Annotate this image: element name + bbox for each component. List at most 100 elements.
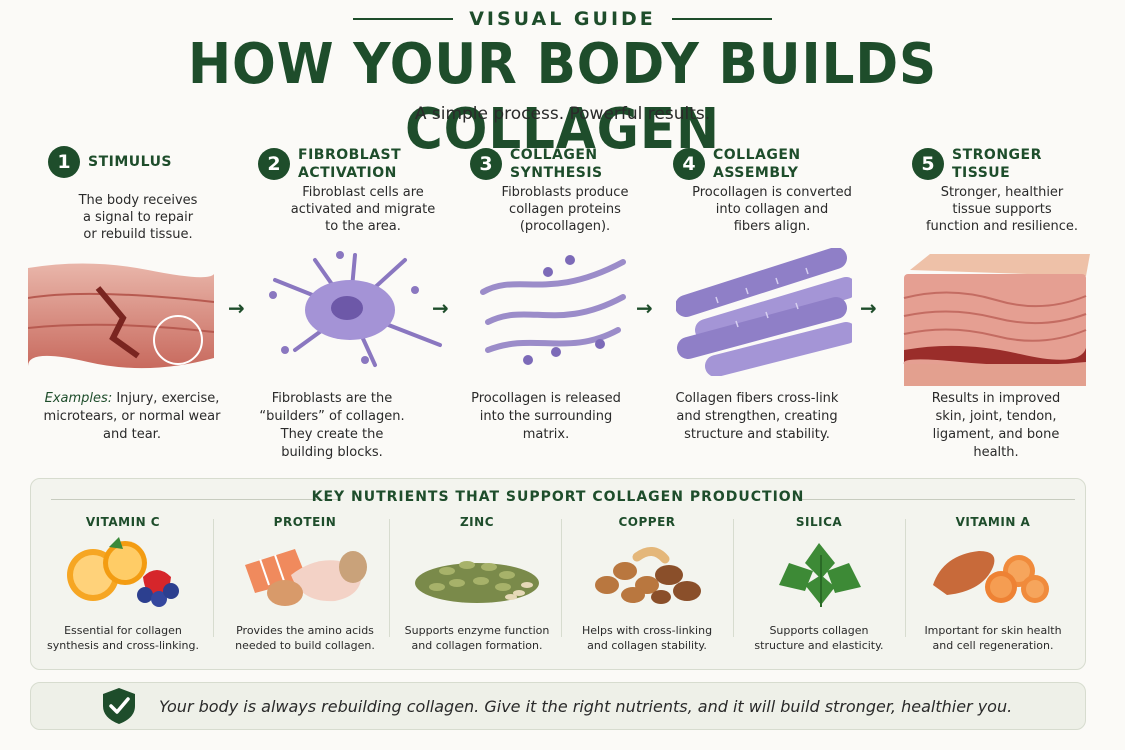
- nutrients-panel-title: KEY NUTRIENTS THAT SUPPORT COLLAGEN PROD…: [311, 489, 805, 505]
- bottom-line: microtears, or normal wear: [43, 409, 221, 424]
- step-title-line: TISSUE: [952, 165, 1011, 181]
- bottom-line: “builders” of collagen.: [259, 409, 405, 424]
- step-description: The body receives a signal to repair or …: [18, 192, 258, 243]
- step-title-line: ACTIVATION: [298, 165, 397, 181]
- bottom-line: and tear.: [103, 427, 161, 442]
- step-number-badge: 1: [48, 146, 80, 178]
- step-title: COLLAGEN ASSEMBLY: [713, 146, 801, 182]
- bottom-line: Collagen fibers cross-link: [675, 391, 839, 406]
- desc-line: collagen proteins: [509, 202, 621, 217]
- divider: [905, 519, 906, 637]
- arrow-right-icon: →: [228, 296, 245, 320]
- citrus-berries-icon: [67, 537, 179, 607]
- step-description: Procollagen is converted into collagen a…: [661, 184, 883, 235]
- examples-label: Examples:: [44, 391, 113, 406]
- desc-line: synthesis and cross-linking.: [47, 639, 199, 652]
- nettle-leaves-icon: [779, 543, 861, 607]
- divider: [213, 519, 214, 637]
- nutrient-name: VITAMIN C: [85, 515, 161, 529]
- bottom-line: Procollagen is released: [471, 391, 621, 406]
- nuts-icon: [595, 547, 701, 604]
- bottom-line: structure and stability.: [684, 427, 830, 442]
- step-bottom-text: Fibroblasts are the “builders” of collag…: [232, 390, 432, 462]
- step-title-line: STIMULUS: [88, 154, 173, 170]
- bottom-line: building blocks.: [281, 445, 383, 460]
- bottom-line: skin, joint, tendon,: [935, 409, 1057, 424]
- step-title: STIMULUS: [88, 153, 172, 171]
- bottom-line: Injury, exercise,: [116, 391, 220, 406]
- nutrient-description: Essential for collagen synthesis and cros…: [37, 623, 209, 653]
- step-number-badge: 2: [258, 148, 290, 180]
- step-description: Stronger, healthier tissue supports func…: [882, 184, 1122, 235]
- divider: [799, 499, 1075, 500]
- arrow-right-icon: →: [432, 296, 449, 320]
- nutrient-name: ZINC: [459, 515, 494, 529]
- desc-line: Fibroblast cells are: [302, 185, 424, 200]
- nutrient-name: SILICA: [795, 515, 843, 529]
- desc-line: and collagen formation.: [411, 639, 543, 652]
- desc-line: Essential for collagen: [64, 624, 182, 637]
- desc-line: structure and elasticity.: [754, 639, 884, 652]
- procollagen-strands-illustration: [480, 255, 626, 365]
- bottom-line: Results in improved: [931, 391, 1061, 406]
- desc-line: Provides the amino acids: [236, 624, 374, 637]
- step-number-badge: 5: [912, 148, 944, 180]
- bottom-line: ligament, and bone: [932, 427, 1060, 442]
- healthy-tissue-block-illustration: [903, 254, 1090, 386]
- arrow-right-icon: →: [860, 296, 877, 320]
- desc-line: to the area.: [325, 219, 401, 234]
- desc-line: a signal to repair: [82, 210, 194, 225]
- desc-line: into collagen and: [715, 202, 829, 217]
- footer-banner: Your body is always rebuilding collagen.…: [30, 682, 1086, 730]
- divider: [51, 499, 341, 500]
- step-title-line: ASSEMBLY: [713, 165, 799, 181]
- damaged-tissue-illustration: [28, 263, 214, 369]
- step-description: Fibroblast cells are activated and migra…: [258, 184, 468, 235]
- step-title-line: FIBROBLAST: [298, 147, 402, 163]
- footer-message: Your body is always rebuilding collagen.…: [159, 696, 1013, 716]
- sweet-potato-icon: [933, 551, 1049, 603]
- salmon-chicken-egg-icon: [245, 549, 367, 606]
- kicker: VISUAL GUIDE: [0, 8, 1125, 30]
- desc-line: or rebuild tissue.: [83, 227, 193, 242]
- bottom-line: Fibroblasts are the: [271, 391, 393, 406]
- bottom-line: and strengthen, creating: [676, 409, 838, 424]
- step-stimulus: 1 STIMULUS The body receives a signal to…: [48, 146, 258, 243]
- collagen-fibers-illustration: [676, 248, 852, 376]
- step-title-line: COLLAGEN: [713, 147, 801, 163]
- fibroblast-cell-illustration: [269, 251, 442, 367]
- divider: [733, 519, 734, 637]
- bottom-line: matrix.: [522, 427, 570, 442]
- step-title-line: COLLAGEN: [510, 147, 598, 163]
- step-bottom-text: Procollagen is released into the surroun…: [446, 390, 646, 444]
- desc-line: Important for skin health: [924, 624, 1062, 637]
- step-title: FIBROBLAST ACTIVATION: [298, 146, 401, 182]
- divider: [671, 18, 772, 20]
- arrow-right-icon: →: [636, 296, 653, 320]
- divider: [353, 18, 454, 20]
- bottom-line: health.: [973, 445, 1019, 460]
- step-examples: Examples: Injury, exercise, microtears, …: [32, 390, 232, 444]
- step-bottom-text: Results in improved skin, joint, tendon,…: [896, 390, 1096, 462]
- divider: [561, 519, 562, 637]
- bottom-line: They create the: [280, 427, 384, 442]
- bottom-line: into the surrounding: [479, 409, 613, 424]
- nutrient-vitamin-c: VITAMIN C Essential for collagen synthesi…: [37, 515, 209, 652]
- desc-line: Stronger, healthier: [940, 185, 1064, 200]
- nutrients-panel: KEY NUTRIENTS THAT SUPPORT COLLAGEN PROD…: [30, 478, 1086, 670]
- divider: [389, 519, 390, 637]
- desc-line: tissue supports: [952, 202, 1052, 217]
- seeds-icon: [415, 561, 539, 603]
- step-bottom-text: Collagen fibers cross-link and strengthe…: [657, 390, 857, 444]
